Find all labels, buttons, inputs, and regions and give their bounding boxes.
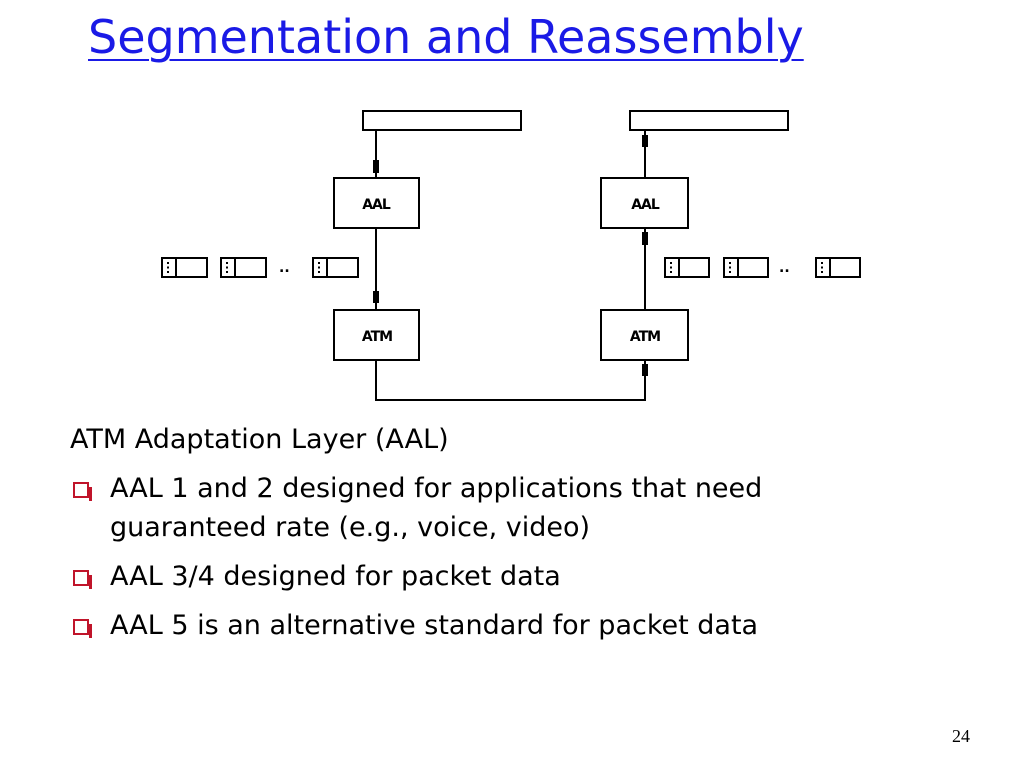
cell: [723, 257, 769, 278]
left-aal-atm-arrow: [373, 291, 379, 303]
atm-physical-link: [375, 360, 646, 401]
page-number: 24: [952, 726, 970, 746]
left-aal-box: [333, 177, 420, 229]
left-atm-box: [333, 309, 420, 361]
section-heading: ATM Adaptation Layer (AAL): [70, 424, 449, 455]
right-app-aal-arrow: [642, 135, 648, 147]
slide-body: ATM Adaptation Layer (AAL) AAL 1 and 2 d…: [70, 420, 950, 645]
square-bullet-icon: [73, 482, 92, 501]
segmentation-diagram: AAL AAL ATM ATM ..: [161, 110, 861, 401]
right-atm-label: ATM: [630, 329, 660, 345]
cell: [161, 257, 208, 278]
bullet-text: AAL 1 and 2 designed for applications th…: [110, 473, 763, 504]
cell: [664, 257, 710, 278]
left-atm-label: ATM: [362, 329, 392, 345]
bullet-text: AAL 5 is an alternative standard for pac…: [110, 610, 759, 641]
cell-ellipsis: ..: [779, 260, 790, 276]
cell: [220, 257, 267, 278]
bullet-item: AAL 5 is an alternative standard for pac…: [70, 606, 950, 645]
bullet-text-continued: guaranteed rate (e.g., voice, video): [110, 512, 591, 543]
right-aal-atm-arrow: [642, 232, 648, 245]
right-cell-stream: ..: [664, 257, 861, 278]
right-aal-box: [600, 177, 689, 229]
left-cell-stream: ..: [161, 257, 359, 278]
bullet-list: AAL 1 and 2 designed for applications th…: [70, 469, 950, 645]
right-aal-label: AAL: [631, 197, 660, 213]
left-aal-label: AAL: [362, 197, 391, 213]
bullet-text: AAL 3/4 designed for packet data: [110, 561, 561, 592]
square-bullet-icon: [73, 619, 92, 638]
left-application-box: [362, 110, 522, 131]
square-bullet-icon: [73, 570, 92, 589]
atm-link-arrow: [642, 364, 648, 376]
bullet-item: AAL 1 and 2 designed for applications th…: [70, 469, 950, 547]
cell: [815, 257, 861, 278]
cell-ellipsis: ..: [279, 260, 290, 276]
slide-title: Segmentation and Reassembly: [88, 10, 804, 64]
right-application-box: [629, 110, 789, 131]
cell: [312, 257, 359, 278]
left-app-aal-arrow: [373, 160, 379, 173]
bullet-item: AAL 3/4 designed for packet data: [70, 557, 950, 596]
